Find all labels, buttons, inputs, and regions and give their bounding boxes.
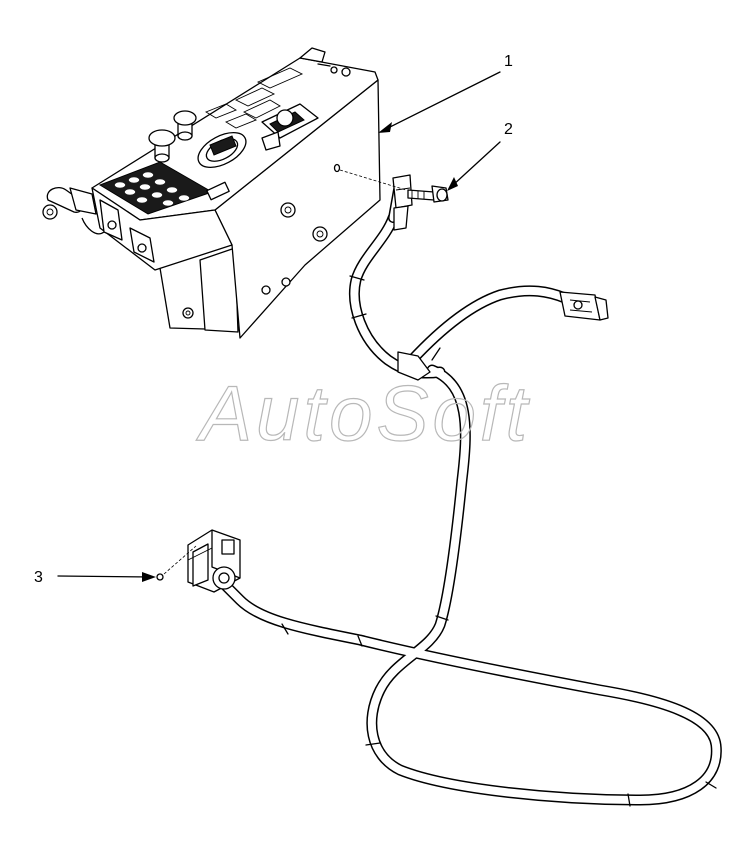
screw bbox=[156, 573, 164, 581]
keypad bbox=[98, 161, 214, 215]
callout-leaders bbox=[57, 71, 501, 582]
harness-end-connector bbox=[559, 291, 609, 321]
wiring-harness bbox=[187, 174, 722, 807]
bolt bbox=[407, 185, 449, 203]
display-panels bbox=[204, 67, 304, 129]
console-housing bbox=[42, 47, 381, 339]
callout-2: 2 bbox=[504, 121, 513, 138]
callout-1: 1 bbox=[504, 53, 513, 70]
push-buttons bbox=[148, 110, 197, 163]
control-dial bbox=[197, 131, 247, 169]
callout-3: 3 bbox=[34, 569, 43, 586]
junction-sleeve bbox=[397, 351, 431, 381]
watermark: AutoSoft bbox=[196, 369, 531, 457]
joystick bbox=[261, 103, 319, 151]
inline-connector bbox=[392, 174, 413, 231]
harness-socket-connector bbox=[187, 529, 241, 593]
body-bolts bbox=[261, 163, 341, 295]
rotary-handle bbox=[42, 186, 105, 235]
